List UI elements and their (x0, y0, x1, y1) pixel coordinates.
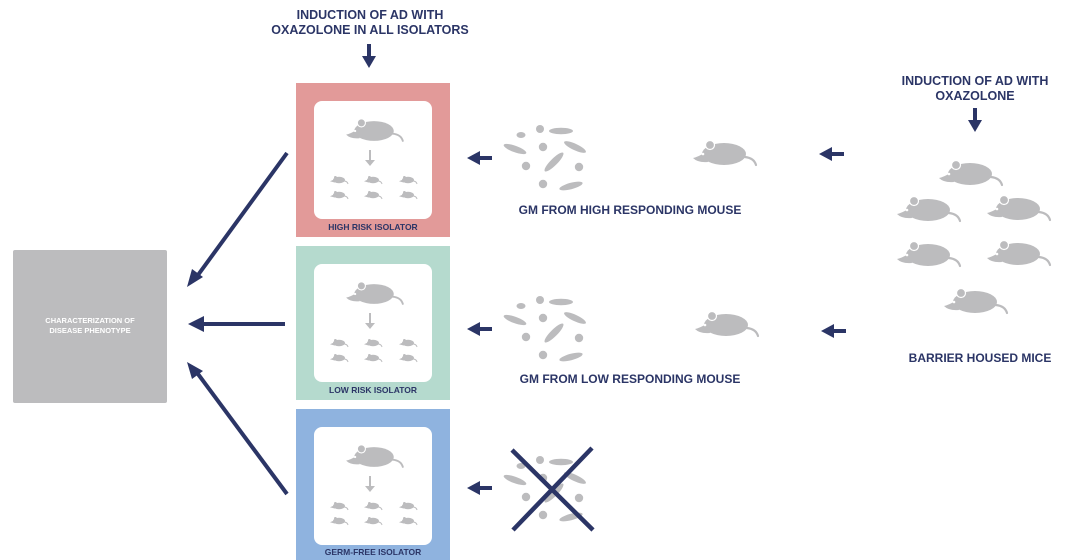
characterization-box: CHARACTERIZATION OF DISEASE PHENOTYPE (13, 250, 167, 403)
isolator-germ-free-label: GERM-FREE ISOLATOR (324, 547, 422, 557)
right-induction-line1: INDUCTION OF AD WITH (901, 74, 1049, 88)
barrier-mice-group-icon (895, 159, 1052, 315)
characterization-text: CHARACTERIZATION OF DISEASE PHENOTYPE (13, 316, 167, 336)
right-down-arrow (968, 108, 982, 132)
top-down-arrow (362, 44, 376, 68)
characterization-line2: DISEASE PHENOTYPE (49, 326, 131, 335)
characterization-line1: CHARACTERIZATION OF (45, 316, 135, 325)
right-induction-line2: OXAZOLONE (935, 89, 1015, 103)
arrows-to-characterization (187, 151, 289, 496)
isolator-low-risk-label: LOW RISK ISOLATOR (329, 385, 417, 395)
cross-out-icon (510, 446, 595, 532)
barrier-mice-label: BARRIER HOUSED MICE (908, 351, 1052, 365)
top-induction-line2: OXAZOLONE IN ALL ISOLATORS (271, 23, 469, 37)
isolator-germ-free (296, 409, 450, 560)
arrow-to-high-isolator (467, 151, 492, 165)
arrow-barrier-to-high-donor (819, 147, 844, 161)
gut-microbiota-high-icon (502, 125, 588, 193)
top-induction-label: INDUCTION OF AD WITH OXAZOLONE IN ALL IS… (250, 8, 490, 38)
arrow-to-germ-free-isolator (467, 481, 492, 495)
isolator-high-risk (296, 83, 450, 237)
arrow-barrier-to-low-donor (821, 324, 846, 338)
low-responding-mouse-icon (693, 310, 760, 338)
right-induction-label: INDUCTION OF AD WITH OXAZOLONE (880, 74, 1068, 104)
top-induction-line1: INDUCTION OF AD WITH (296, 8, 444, 22)
gm-high-label: GM FROM HIGH RESPONDING MOUSE (518, 203, 742, 217)
high-responding-mouse-icon (691, 139, 758, 167)
gut-microbiota-low-icon (502, 296, 588, 364)
isolator-low-risk (296, 246, 450, 400)
gm-low-label: GM FROM LOW RESPONDING MOUSE (519, 372, 741, 386)
isolator-high-risk-label: HIGH RISK ISOLATOR (328, 222, 418, 232)
arrow-to-low-isolator (467, 322, 492, 336)
